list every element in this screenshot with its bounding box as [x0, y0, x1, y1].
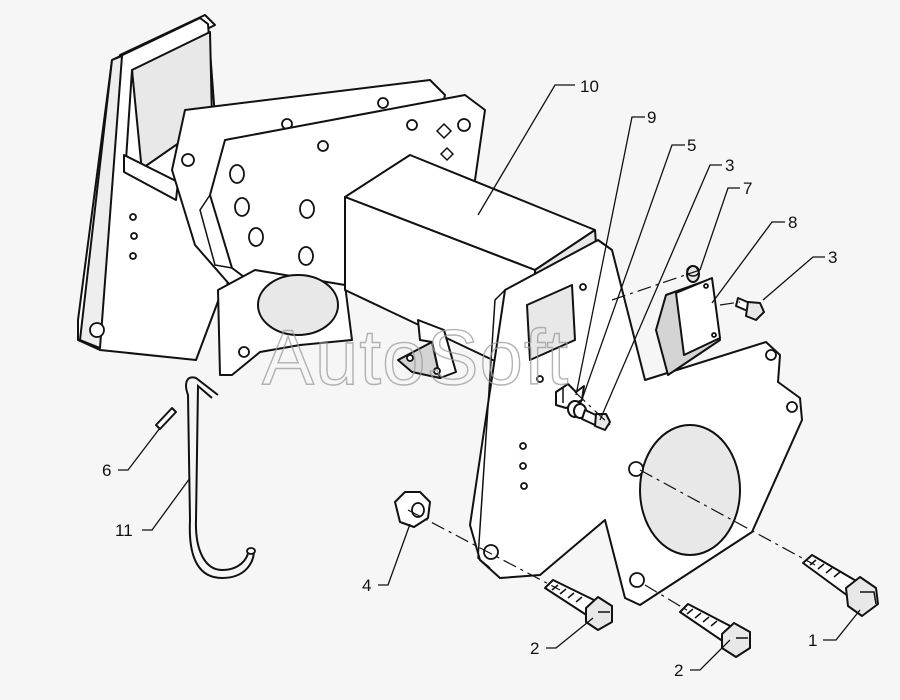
callout-2-left: 2 — [530, 639, 539, 658]
callout-3-right: 3 — [828, 248, 837, 267]
callout-10: 10 — [580, 77, 599, 96]
leader-lines — [118, 84, 861, 671]
assembly-centerlines — [407, 269, 816, 613]
callout-1: 1 — [808, 631, 817, 650]
callout-3-upper: 3 — [725, 156, 734, 175]
washer-and-bolt-center — [567, 400, 611, 431]
spacer — [686, 265, 700, 283]
callout-6: 6 — [102, 461, 111, 480]
flange-lower-body — [217, 269, 353, 376]
angle-bracket — [397, 319, 457, 379]
cover-plate — [655, 277, 721, 376]
roll-pin — [155, 407, 177, 430]
callout-8: 8 — [788, 213, 797, 232]
callout-9: 9 — [647, 108, 656, 127]
bolt-2-right — [679, 603, 751, 658]
callout-11: 11 — [115, 521, 133, 540]
callout-7: 7 — [743, 179, 752, 198]
rear-tube — [123, 31, 213, 201]
front-mounting-plate — [469, 239, 803, 606]
small-bolt-right — [735, 297, 765, 321]
hex-nut — [394, 491, 431, 528]
watermark-text: AutoSoft — [262, 313, 569, 401]
callout-2-right: 2 — [674, 661, 683, 680]
callout-labels: 10 9 5 3 7 8 3 6 11 4 2 2 1 — [102, 77, 837, 680]
bolt-1 — [802, 554, 879, 617]
hairpin-clip — [185, 376, 256, 580]
callout-5: 5 — [687, 136, 696, 155]
callout-4: 4 — [362, 576, 371, 595]
